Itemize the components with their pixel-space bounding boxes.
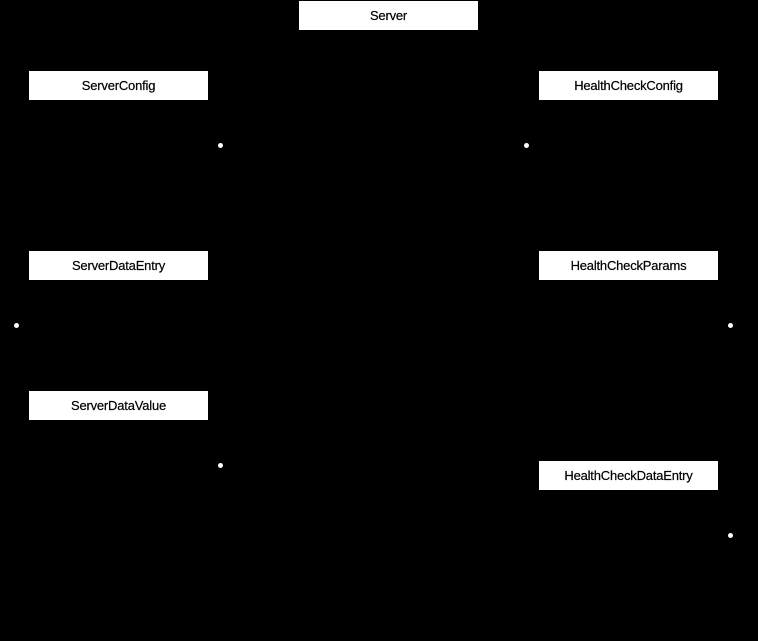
node-label-health-check-data-entry: HealthCheckDataEntry — [564, 468, 693, 483]
connector-dot-health-check-config-child — [524, 143, 529, 148]
connector-dot-health-check-data-entry-child — [728, 533, 733, 538]
node-label-server-config: ServerConfig — [81, 77, 156, 93]
node-label-server-data-value: ServerDataValue — [70, 397, 167, 413]
node-label-server-data-entry: ServerDataEntry — [71, 258, 166, 273]
node-server-config: ServerConfig — [29, 70, 208, 100]
connector-dot-server-config-child — [218, 143, 223, 148]
connector-dot-server-data-value-child — [218, 463, 223, 468]
node-server: Server — [299, 1, 478, 30]
node-label-health-check-config: HealthCheckConfig — [574, 77, 683, 93]
node-health-check-data-entry: HealthCheckDataEntry — [539, 461, 718, 490]
node-label-health-check-params: HealthCheckParams — [570, 258, 687, 273]
node-server-data-entry: ServerDataEntry — [29, 251, 208, 280]
connector-dot-health-check-params-child — [728, 323, 733, 328]
connector-dot-server-data-entry-child — [14, 323, 19, 328]
node-health-check-config: HealthCheckConfig — [539, 70, 718, 100]
node-health-check-params: HealthCheckParams — [539, 251, 718, 280]
node-server-data-value: ServerDataValue — [29, 390, 208, 420]
node-label-server: Server — [369, 8, 408, 23]
